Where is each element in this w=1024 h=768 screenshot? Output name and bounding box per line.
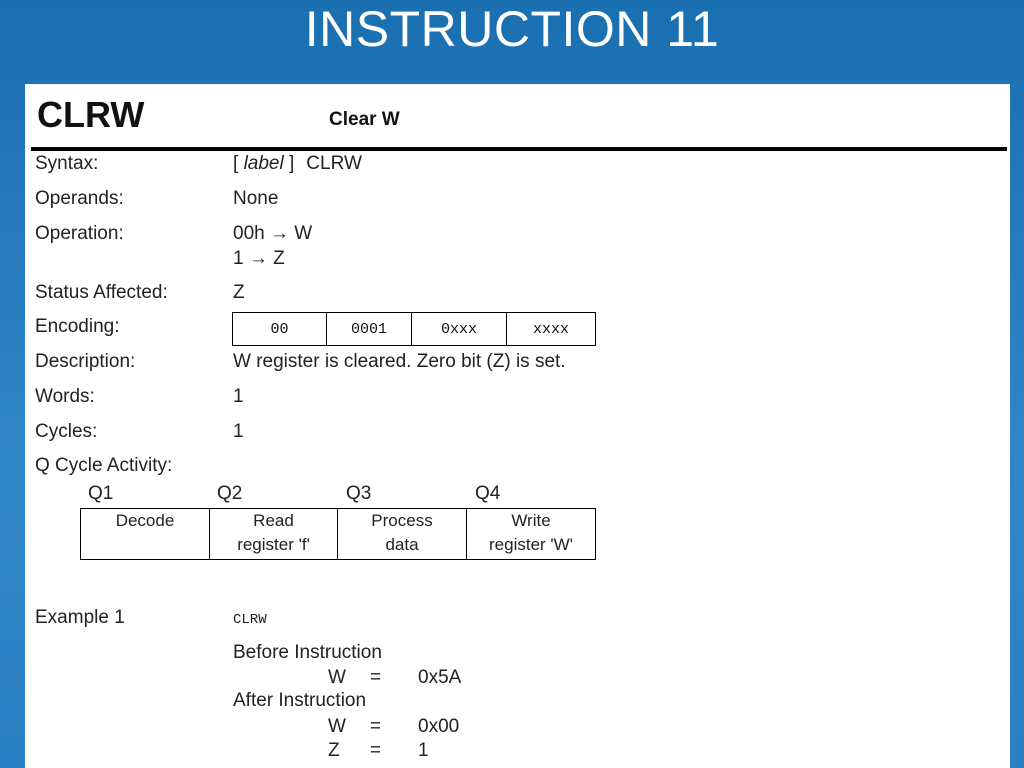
instruction-panel: CLRW Clear W Syntax: [ label ] CLRW Opera… bbox=[25, 84, 1010, 768]
example-label: Example 1 bbox=[35, 607, 125, 628]
syntax-open-bracket: [ bbox=[233, 153, 244, 174]
before-value: 0x5A bbox=[418, 667, 462, 688]
status-affected-label: Status Affected: bbox=[35, 282, 168, 303]
after-register: Z bbox=[328, 740, 340, 761]
q-cycle-header: Q4 bbox=[475, 483, 501, 504]
words-label: Words: bbox=[35, 386, 95, 407]
before-instruction-label: Before Instruction bbox=[233, 642, 382, 663]
operation-line-2: 1 → Z bbox=[233, 248, 285, 269]
instruction-mnemonic: CLRW bbox=[37, 94, 145, 135]
q-cycle-line: Decode bbox=[115, 511, 175, 530]
encoding-field: 00 bbox=[232, 312, 327, 346]
after-value: 0x00 bbox=[418, 716, 460, 737]
instruction-name: Clear W bbox=[329, 109, 400, 130]
encoding-field: xxxx bbox=[506, 312, 596, 346]
q-cycle-activity-label: Q Cycle Activity: bbox=[35, 455, 173, 476]
q-cycle-header: Q3 bbox=[346, 483, 372, 504]
encoding-label: Encoding: bbox=[35, 316, 120, 337]
description-value: W register is cleared. Zero bit (Z) is s… bbox=[233, 351, 566, 372]
after-value: 1 bbox=[418, 740, 429, 761]
q-cycle-cell: Read register 'f' bbox=[209, 508, 338, 560]
q-cycle-line: Write bbox=[511, 511, 551, 530]
q-cycle-cell: Decode bbox=[80, 508, 210, 560]
after-instruction-label: After Instruction bbox=[233, 690, 367, 711]
after-equals: = bbox=[370, 716, 382, 737]
after-register: W bbox=[328, 716, 346, 737]
example-code: CLRW bbox=[233, 612, 267, 628]
status-affected-value: Z bbox=[233, 282, 245, 303]
q-cycle-header: Q2 bbox=[217, 483, 243, 504]
q-cycle-cell: Write register 'W' bbox=[466, 508, 596, 560]
header-rule bbox=[31, 147, 1007, 151]
q-cycle-header: Q1 bbox=[88, 483, 114, 504]
encoding-field: 0001 bbox=[326, 312, 412, 346]
cycles-value: 1 bbox=[233, 421, 244, 442]
q-cycle-cell: Process data bbox=[337, 508, 467, 560]
q-cycle-line: register 'W' bbox=[489, 535, 573, 554]
syntax-mnemonic: CLRW bbox=[306, 153, 362, 174]
q-cycle-line: Process bbox=[371, 511, 433, 530]
operands-label: Operands: bbox=[35, 188, 124, 209]
slide-title: INSTRUCTION 11 bbox=[304, 1, 720, 57]
after-equals: = bbox=[370, 740, 382, 761]
operands-value: None bbox=[233, 188, 279, 209]
before-register: W bbox=[328, 667, 346, 688]
q-cycle-table: Decode Read register 'f' Process data Writ… bbox=[80, 508, 596, 560]
syntax-close-bracket: ] bbox=[283, 153, 295, 174]
cycles-label: Cycles: bbox=[35, 421, 98, 442]
q-cycle-line: register 'f' bbox=[237, 535, 310, 554]
syntax-value: [ label ] CLRW bbox=[233, 153, 362, 175]
operation-label: Operation: bbox=[35, 223, 124, 244]
q-cycle-line: Read bbox=[253, 511, 294, 530]
words-value: 1 bbox=[233, 386, 244, 407]
q-cycle-line: data bbox=[385, 535, 419, 554]
encoding-field: 0xxx bbox=[411, 312, 507, 346]
encoding-table: 00 0001 0xxx xxxx bbox=[232, 312, 596, 346]
syntax-label-word: label bbox=[243, 153, 284, 174]
syntax-label: Syntax: bbox=[35, 153, 99, 174]
before-equals: = bbox=[370, 667, 382, 688]
description-label: Description: bbox=[35, 351, 136, 372]
operation-line-1: 00h → W bbox=[233, 223, 313, 244]
